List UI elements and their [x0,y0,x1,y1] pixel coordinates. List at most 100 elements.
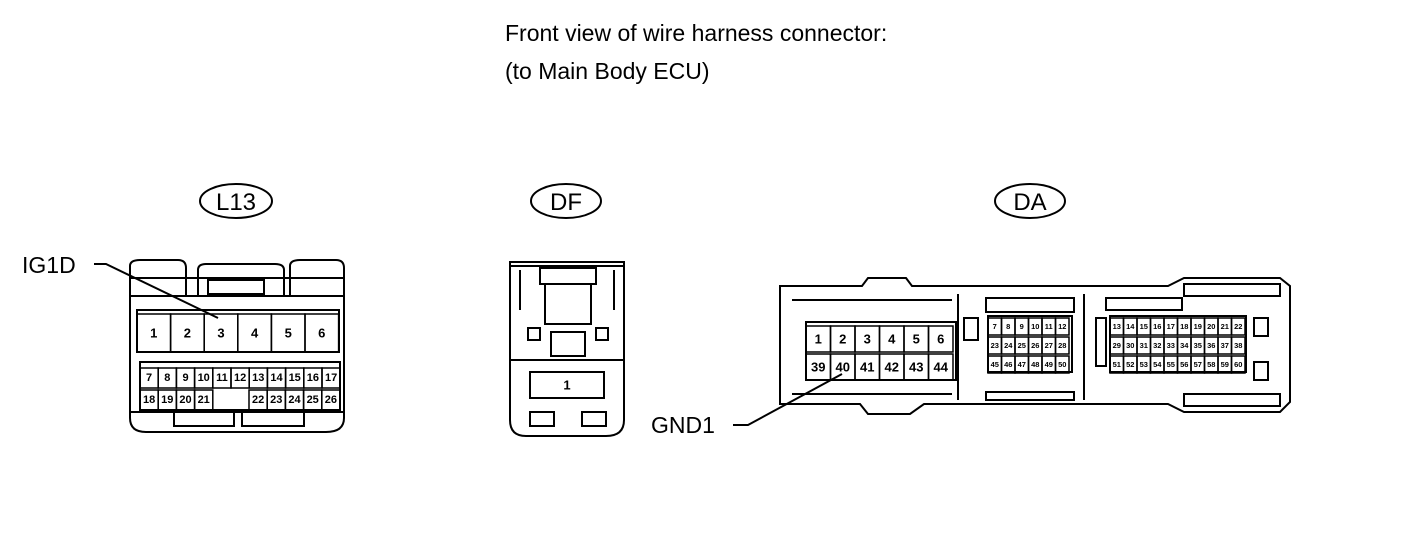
l13-pin: 4 [251,326,259,341]
l13-pin: 9 [182,372,188,384]
da-pin: 23 [991,341,999,350]
da-pin: 59 [1221,360,1229,369]
diagram-subtitle: (to Main Body ECU) [505,58,710,84]
da-pin: 9 [1020,322,1024,331]
connector-tag-l13: L13 [216,189,256,216]
da-pin: 25 [1018,341,1026,350]
da-pin: 44 [934,360,949,375]
da-pin: 53 [1140,360,1148,369]
da-pin-cell [1054,336,1070,355]
da-pin: 51 [1113,360,1121,369]
gnd1-leader-line [733,373,843,426]
l13-pin: 23 [270,394,282,406]
l13-pin: 24 [288,394,301,406]
l13-pin: 21 [198,394,210,406]
l13-pin: 17 [325,372,337,384]
da-pin: 36 [1207,341,1215,350]
da-pin: 1 [815,332,822,347]
l13-pin: 1 [150,326,157,341]
l13-pin: 22 [252,394,264,406]
da-pin: 37 [1221,341,1229,350]
l13-pin: 10 [198,372,210,384]
connector-df [509,183,625,437]
da-pin: 55 [1167,360,1175,369]
da-pin: 26 [1031,341,1039,350]
da-pin: 41 [860,360,874,375]
l13-pin: 13 [252,372,264,384]
da-pin: 6 [937,332,944,347]
da-pin: 3 [864,332,871,347]
l13-pin: 2 [184,326,191,341]
l13-pin: 18 [143,394,155,406]
da-pin: 28 [1058,341,1066,350]
l13-pin: 20 [179,394,191,406]
da-pin: 47 [1018,360,1026,369]
l13-pin: 19 [161,394,173,406]
da-pin: 48 [1031,360,1039,369]
l13-pin: 12 [234,372,246,384]
da-pin: 49 [1045,360,1053,369]
da-pin: 54 [1153,360,1162,369]
da-pin-cell [927,325,954,353]
da-pin: 35 [1194,341,1202,350]
da-pin: 58 [1207,360,1215,369]
da-pin: 57 [1194,360,1202,369]
l13-pin: 16 [307,372,319,384]
connector-tag-da: DA [1013,189,1046,216]
da-pin: 42 [885,360,899,375]
da-pin: 60 [1234,360,1242,369]
l13-pin: 6 [318,326,325,341]
connector-l13 [129,183,345,433]
da-pin: 11 [1045,322,1053,331]
da-pin: 21 [1221,322,1229,331]
da-pin: 5 [913,332,920,347]
gnd1-label: GND1 [651,412,715,438]
l13-pin: 11 [216,372,228,384]
da-pin: 2 [839,332,846,347]
l13-pin: 8 [164,372,170,384]
da-pin: 22 [1234,322,1242,331]
da-pin: 13 [1113,322,1121,331]
da-pin-cell [1230,317,1246,336]
da-pin-cell [1230,336,1246,355]
da-pin: 7 [993,322,997,331]
da-pin: 56 [1180,360,1188,369]
da-pin: 45 [991,360,999,369]
df-pin: 1 [563,378,570,393]
da-pin: 27 [1045,341,1053,350]
da-pin: 12 [1058,322,1066,331]
da-pin-cell [1054,317,1070,336]
da-pin: 33 [1167,341,1175,350]
da-pin: 16 [1153,322,1161,331]
da-pin: 39 [811,360,825,375]
da-pin: 24 [1004,341,1013,350]
da-pin-cell [1054,355,1070,374]
da-pin-cell [1230,355,1246,374]
da-pin: 32 [1153,341,1161,350]
da-pin: 8 [1006,322,1010,331]
da-pin: 29 [1113,341,1121,350]
da-pin: 14 [1126,322,1135,331]
da-pin: 50 [1058,360,1066,369]
l13-pin: 25 [307,394,319,406]
da-pin: 18 [1180,322,1188,331]
da-pin: 4 [888,332,896,347]
l13-pin: 26 [325,394,337,406]
l13-pin-cell [304,313,340,353]
l13-pin-cell [321,367,341,389]
da-pin: 17 [1167,322,1175,331]
df-pin-grid: 1 [563,378,570,393]
da-pin-cell [927,353,954,381]
l13-pin: 3 [217,326,224,341]
l13-pin: 7 [146,372,152,384]
diagram-title: Front view of wire harness connector: [505,20,888,46]
l13-pin-cell [193,389,214,411]
da-pin: 15 [1140,322,1148,331]
da-pin: 46 [1004,360,1012,369]
ig1d-label: IG1D [22,252,76,278]
l13-pin: 15 [289,372,301,384]
da-pin: 30 [1126,341,1134,350]
da-pin: 31 [1140,341,1148,350]
